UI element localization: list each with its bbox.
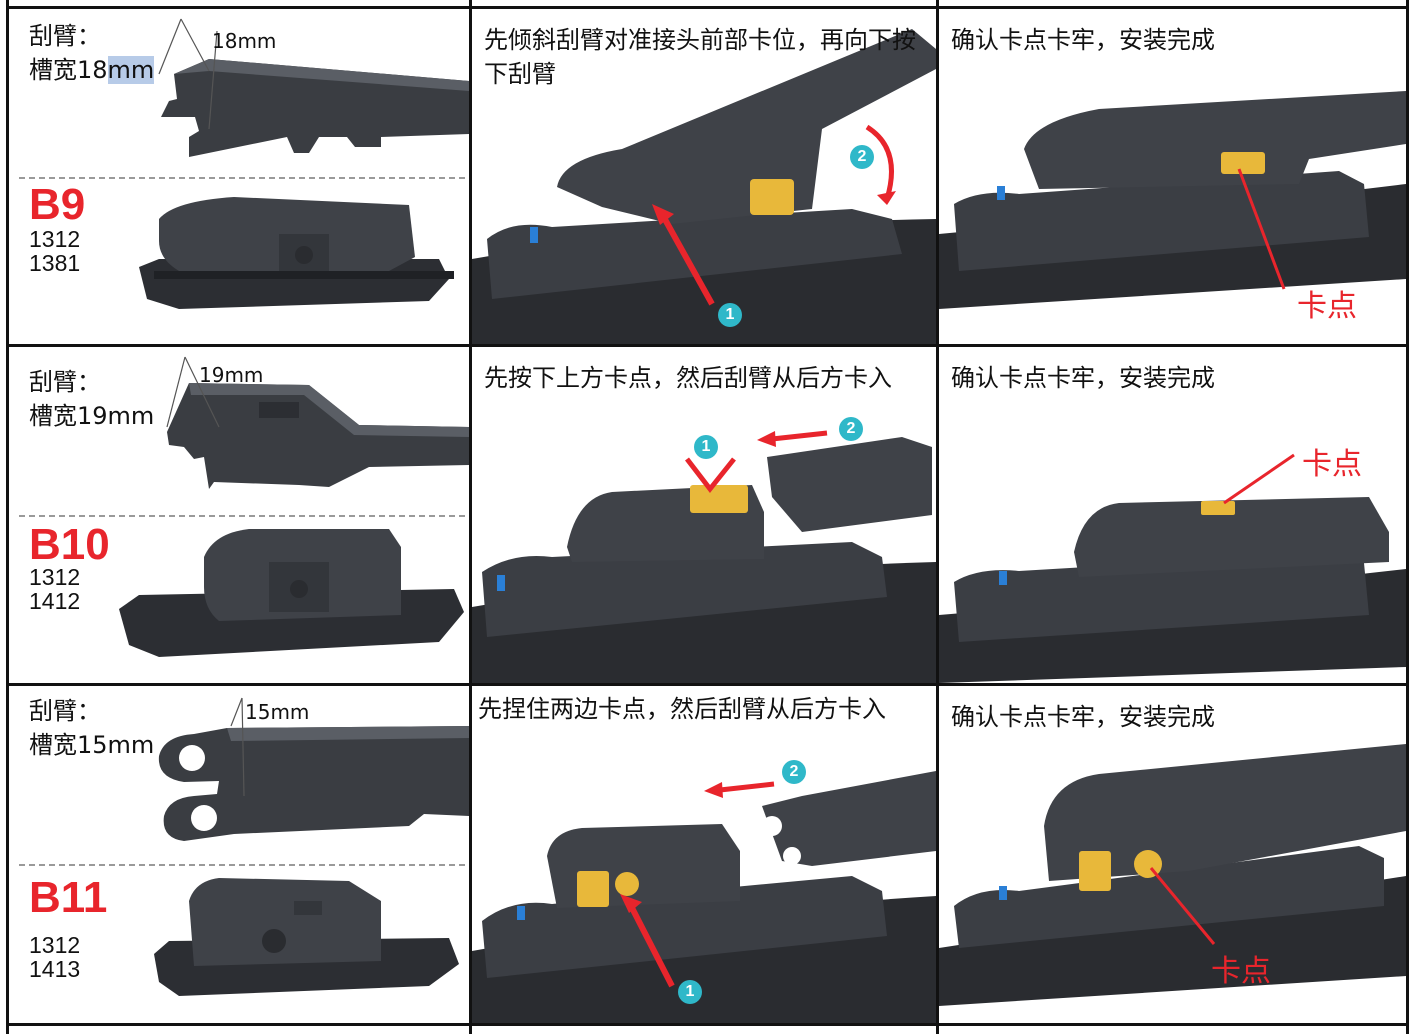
arm-hook-illustration [158,18,469,157]
step-badge: 1 [718,303,742,327]
model-code: 1312 [29,564,81,590]
model-name: B10 [29,520,110,569]
grid-line-left [6,0,9,1034]
slot-width-label: 槽宽18mm [29,56,155,84]
arm-hook-illustration [166,356,469,489]
grid-line-col2 [936,0,939,1034]
step-badge: 2 [850,145,874,169]
install-complete-illustration [939,453,1406,683]
confirm-text: 确认卡点卡牢，安装完成 [951,364,1215,392]
section-divider [19,864,469,866]
install-complete-illustration [939,744,1406,1006]
row-b10-confirm-cell: 确认卡点卡牢，安装完成 卡点 [939,347,1406,683]
model-code: 1312 [29,932,81,958]
row-b11-step-cell: 先捏住两边卡点，然后刮臂从后方卡入 1 2 [472,686,936,1023]
confirm-text: 确认卡点卡牢，安装完成 [951,26,1215,54]
model-code: 1413 [29,956,81,982]
width-dimension-label: 18mm [212,29,277,53]
step-badge: 2 [839,417,863,441]
step-instruction: 先倾斜刮臂对准接头前部卡位，再向下按下刮臂 [484,26,916,88]
section-divider [19,177,469,179]
latch-point-label: 卡点 [1297,289,1357,324]
install-step-illustration [472,29,936,344]
width-dimension-label: 15mm [245,700,310,724]
grid-line-row2 [6,683,1406,686]
arm-label: 刮臂： [29,368,101,396]
slot-width-label: 槽宽19mm [29,402,155,430]
grid-line-bottom [6,1023,1406,1026]
step-badge: 1 [694,435,718,459]
install-complete-illustration [939,91,1406,309]
grid-line-right [1406,0,1409,1034]
model-code: 1412 [29,588,81,614]
latch-point-label: 卡点 [1302,447,1362,482]
grid-line-top [6,6,1406,9]
step-badge: 1 [678,980,702,1004]
step-badge: 2 [782,760,806,784]
row-b10-step-cell: 先按下上方卡点，然后刮臂从后方卡入 1 2 [472,347,936,683]
unit-selection-highlight: mm [107,56,155,84]
row-b11-spec-cell: 刮臂： 槽宽15mm 15mm B11 1312 1413 [9,686,469,1023]
grid-line-row1 [6,344,1406,347]
adapter-b10-illustration [119,529,464,657]
adapter-b9-illustration [139,197,454,309]
model-code: 1381 [29,250,81,276]
row-b11-confirm-cell: 确认卡点卡牢，安装完成 卡点 [939,686,1406,1023]
arm-label: 刮臂： [29,22,101,50]
model-code: 1312 [29,226,81,252]
step-instruction: 先捏住两边卡点，然后刮臂从后方卡入 [478,695,886,723]
adapter-b11-illustration [154,878,459,996]
row-b9-step-cell: 先倾斜刮臂对准接头前部卡位，再向下按下刮臂 1 2 [472,9,936,344]
arm-hook-illustration [158,697,469,841]
model-name: B9 [29,180,86,229]
row-b9-spec-cell: 刮臂： 槽宽18mm 18mm B9 1312 1381 [9,9,469,344]
grid-line-col1 [469,0,472,1034]
row-b10-spec-cell: 刮臂： 槽宽19mm 19mm B10 1312 1412 [9,347,469,683]
latch-point-label: 卡点 [1211,954,1271,989]
step-instruction: 先按下上方卡点，然后刮臂从后方卡入 [484,364,892,392]
arm-label: 刮臂： [29,697,101,725]
install-step-illustration [472,771,936,1023]
confirm-text: 确认卡点卡牢，安装完成 [951,703,1215,731]
width-dimension-label: 19mm [199,363,264,387]
row-b9-confirm-cell: 确认卡点卡牢，安装完成 卡点 [939,9,1406,344]
section-divider [19,515,469,517]
slot-width-label: 槽宽15mm [29,731,155,759]
install-step-illustration [472,430,936,683]
model-name: B11 [29,873,108,922]
